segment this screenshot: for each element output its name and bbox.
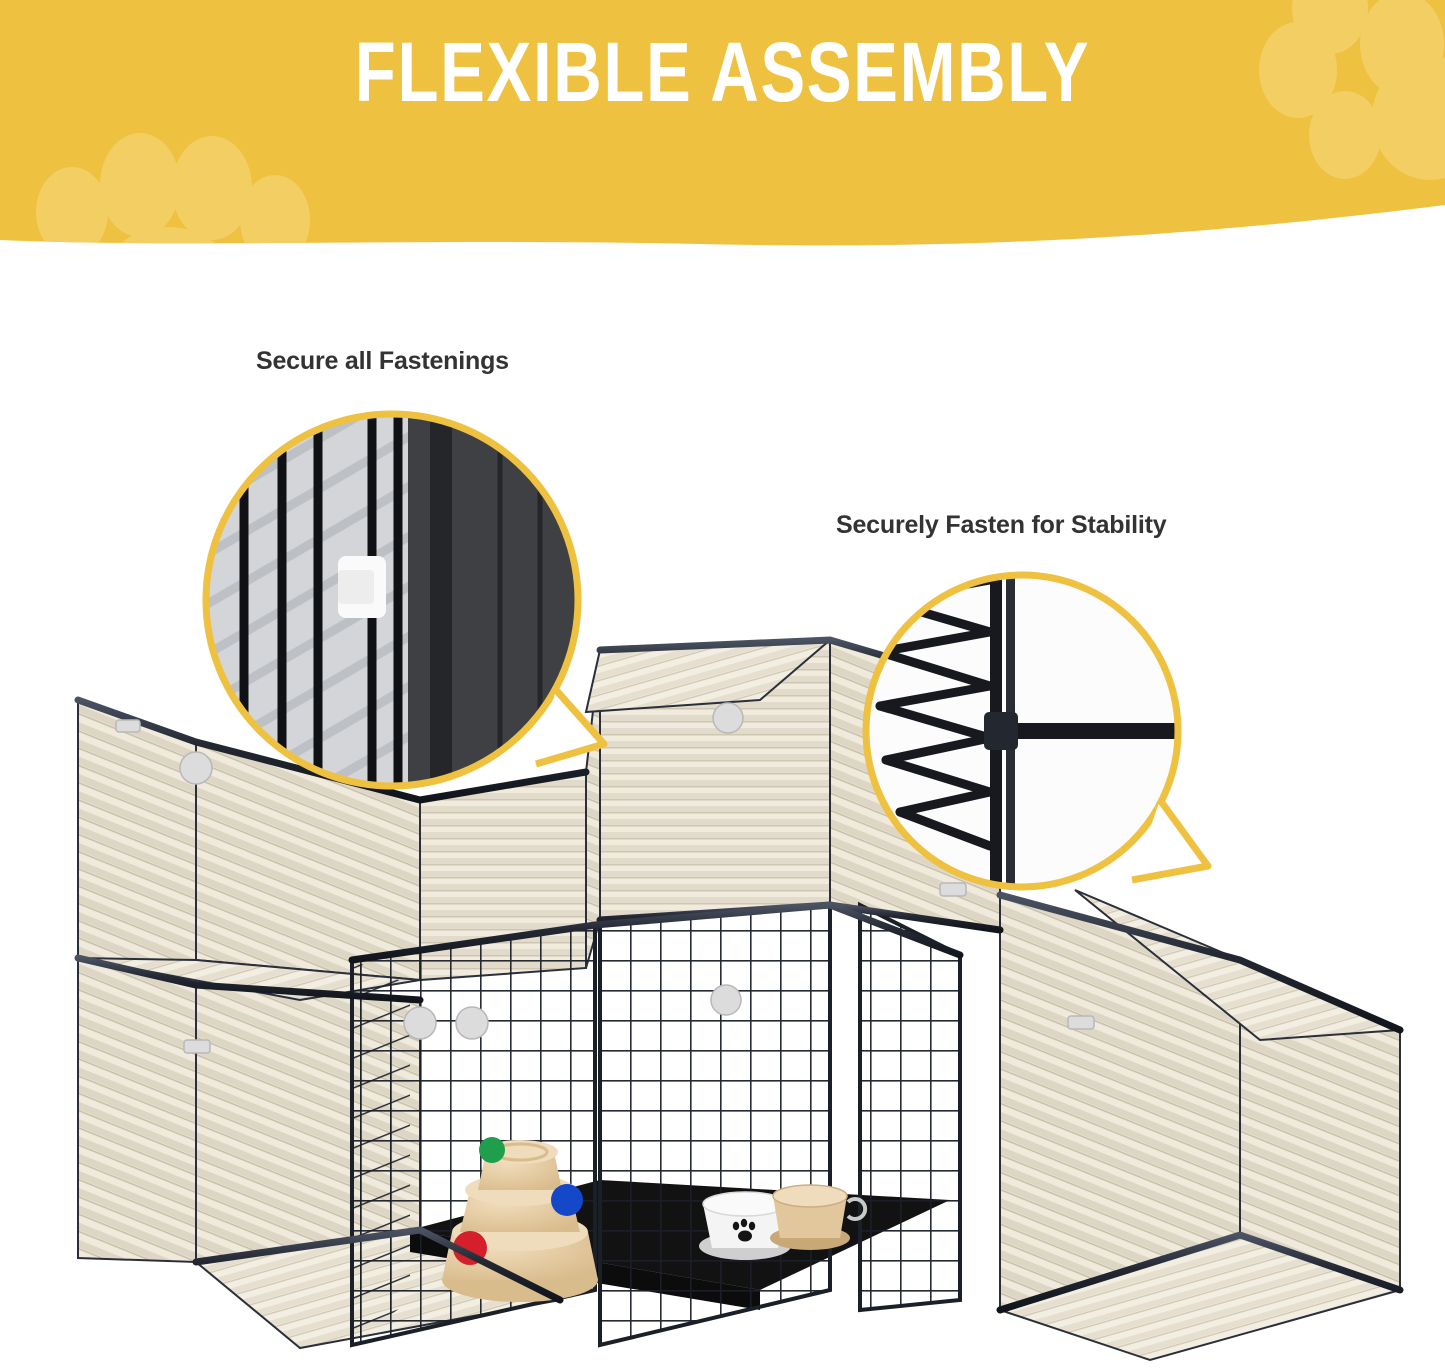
playpen-right-wing: [996, 889, 1404, 1362]
callout-label-securely-fasten-for-stability: Securely Fasten for Stability: [836, 511, 1167, 539]
callout-2-border: [862, 571, 1182, 891]
toy-ball-green: [479, 1137, 505, 1163]
frame-posts: [74, 636, 1404, 1349]
mesh-panel-inner-left: [352, 960, 410, 1345]
paw-icon: [732, 1218, 756, 1242]
connector-disc: [455, 1006, 489, 1040]
connector-disc: [712, 702, 744, 734]
callout-bubble-securely-fasten-for-stability: [862, 571, 1212, 891]
mesh-panel-right: [860, 905, 960, 1310]
connector-clip: [1067, 1015, 1095, 1030]
accessory-white-paw-bowl: [699, 1191, 791, 1260]
accessory-cat-toy-tower: [442, 1137, 598, 1302]
connector-disc: [710, 984, 742, 1016]
connector-disc: [403, 1006, 437, 1040]
product-photo: [74, 410, 1404, 1362]
toy-ball-blue: [551, 1184, 583, 1216]
callout-label-secure-all-fastenings: Secure all Fastenings: [256, 347, 509, 375]
callout-1-border: [202, 410, 582, 790]
panel-connectors: [115, 702, 1095, 1054]
banner-shape: [0, 0, 1445, 246]
connector-disc: [179, 751, 213, 785]
bowl-hook: [846, 1197, 868, 1221]
paw-print-decorations: [36, 0, 1445, 246]
callout-1-tail: [535, 687, 608, 768]
stability-rod-closeup: [1008, 723, 1178, 739]
mesh-panel-center: [600, 905, 830, 1345]
header-banner: FLEXIBLE ASSEMBLY: [0, 0, 1445, 250]
page-title: FLEXIBLE ASSEMBLY: [354, 25, 1091, 119]
connector-clip: [939, 882, 967, 897]
callout-2-tail: [1131, 797, 1212, 884]
rod-coupler: [984, 712, 1018, 750]
connector-clip: [183, 1039, 211, 1054]
connector-clip: [115, 719, 141, 733]
